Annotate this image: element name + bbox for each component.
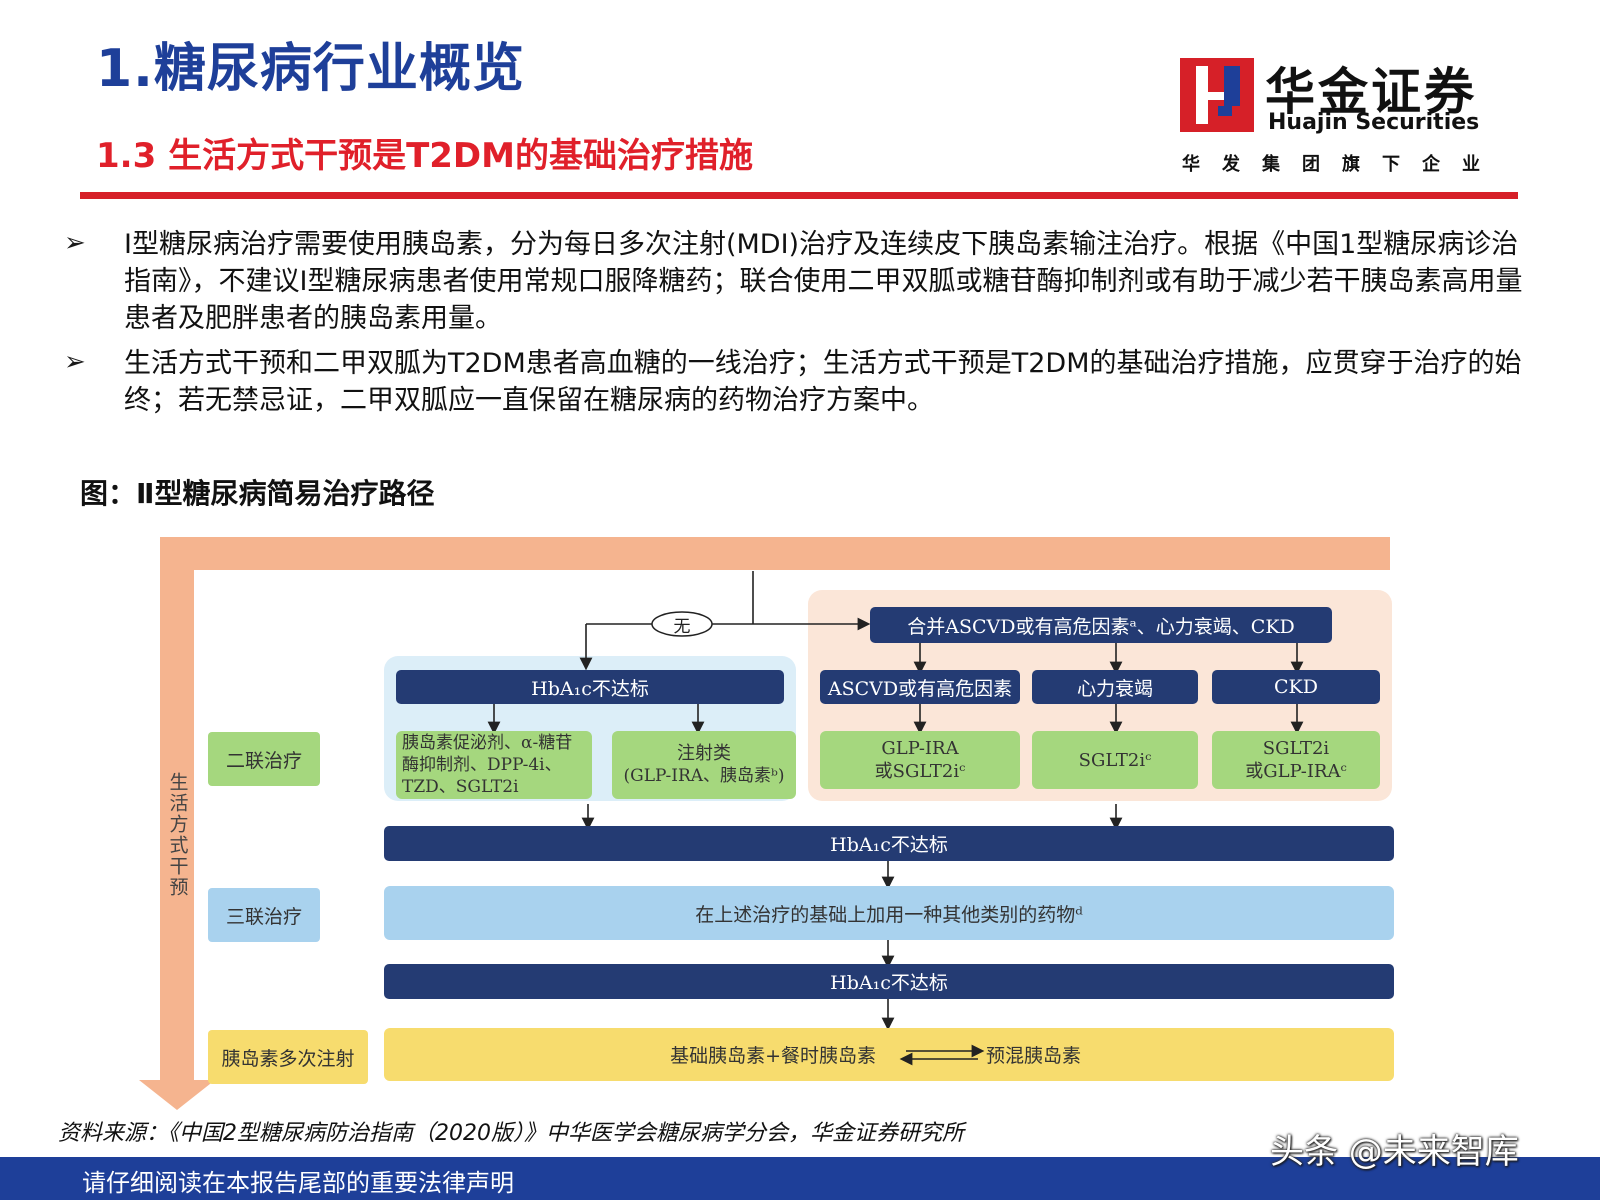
footer-bar: [0, 1157, 1600, 1200]
heart-failure-box: 心力衰竭: [1032, 670, 1198, 704]
section-subtitle: 1.3 生活方式干预是T2DM的基础治疗措施: [96, 136, 753, 176]
arrow-bullet-icon: ➢: [64, 228, 86, 258]
stage-dual-therapy: 二联治疗: [208, 732, 320, 786]
page-title: 1.糖尿病行业概览: [96, 39, 525, 99]
bullet-text: 生活方式干预和二甲双胍为T2DM患者高血糖的一线治疗；生活方式干预是T2DM的基…: [124, 348, 1522, 416]
hba1c-not-met-triple: HbA₁c不达标: [384, 964, 1394, 999]
injection-line1: 注射类: [677, 743, 731, 764]
ascvd-treatment-box: GLP-IRA 或SGLT2iᶜ: [820, 731, 1020, 789]
ckd-treatment-box: SGLT2i 或GLP-IRAᶜ: [1212, 731, 1380, 789]
hf-treatment-box: SGLT2iᶜ: [1032, 731, 1198, 789]
logo-name-en: Huajin Securities: [1268, 110, 1480, 135]
hba1c-not-met-dual: HbA₁c不达标: [384, 826, 1394, 861]
ascvd-tx-line1: GLP-IRA: [881, 738, 959, 759]
no-label: 无: [673, 616, 691, 637]
ascvd-box: ASCVD或有高危因素: [820, 670, 1020, 704]
comorbidity-header: 合并ASCVD或有高危因素ᵃ、心力衰竭、CKD: [870, 607, 1332, 643]
ckd-tx-line1: SGLT2i: [1262, 738, 1330, 759]
ckd-tx-line2: 或GLP-IRAᶜ: [1245, 761, 1347, 782]
injection-line2: (GLP-IRA、胰岛素ᵇ): [623, 766, 785, 786]
triple-therapy-box: 在上述治疗的基础上加用一种其他类别的药物ᵈ: [384, 886, 1394, 940]
figure-title: 图：Ⅱ型糖尿病简易治疗路径: [80, 477, 435, 510]
ascvd-tx-line2: 或SGLT2iᶜ: [874, 761, 966, 782]
legal-notice: 请仔细阅读在本报告尾部的重要法律声明: [82, 1169, 514, 1197]
insulin-regimen-box: 基础胰岛素+餐时胰岛素 预混胰岛素: [384, 1028, 1394, 1081]
stage-insulin-injection: 胰岛素多次注射: [208, 1030, 368, 1084]
ckd-box: CKD: [1212, 670, 1380, 704]
hba1c-not-met-left: HbA₁c不达标: [396, 670, 784, 704]
logo-name-cn: 华金证券: [1265, 63, 1477, 121]
source-note: 资料来源：《中国2型糖尿病防治指南（2020版）》中华医学会糖尿病学分会，华金证…: [58, 1121, 964, 1146]
no-oval: [651, 611, 713, 637]
bullet-text: Ⅰ型糖尿病治疗需要使用胰岛素，分为每日多次注射(MDI)治疗及连续皮下胰岛素输注…: [124, 229, 1523, 334]
lifestyle-label: 生活方式干预: [166, 772, 189, 898]
logo-tagline: 华发集团旗下企业: [1182, 154, 1502, 175]
header-divider: [80, 192, 1518, 199]
injection-agents-box: 注射类 (GLP-IRA、胰岛素ᵇ): [612, 731, 796, 799]
stage-triple-therapy: 三联治疗: [208, 888, 320, 942]
watermark: 头条 @未来智库: [1270, 1132, 1519, 1172]
oral-agents-box: 胰岛素促泌剂、α-糖苷酶抑制剂、DPP-4i、TZD、SGLT2i: [396, 731, 592, 799]
huajin-logo-icon: [1180, 58, 1254, 132]
basal-bolus-insulin: 基础胰岛素+餐时胰岛素: [670, 1045, 876, 1067]
premixed-insulin: 预混胰岛素: [986, 1045, 1082, 1067]
arrow-bullet-icon: ➢: [64, 347, 86, 377]
